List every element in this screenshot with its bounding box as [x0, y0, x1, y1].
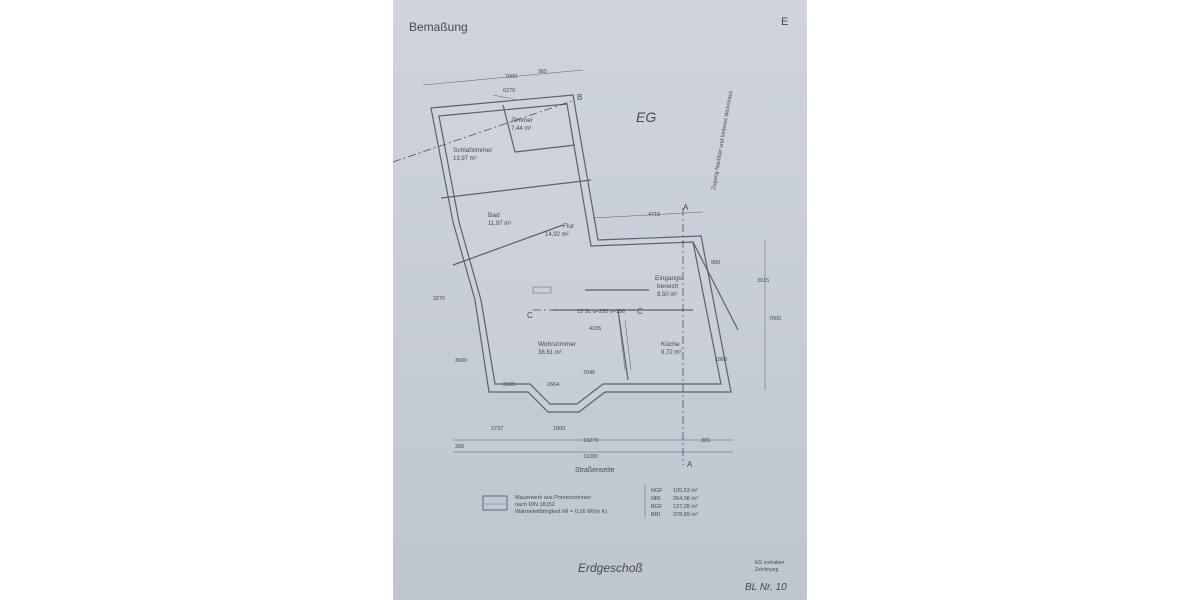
wall-details [492, 94, 632, 371]
legend-text: Mauerwerk aus Porotonsteinen [515, 495, 591, 501]
section-mark-a-top: A [683, 203, 689, 212]
dim-top-right: 365 [538, 69, 547, 75]
section-mark-a-bottom: A [687, 460, 693, 469]
dim-top-inner: 6270 [503, 88, 515, 94]
room-area: 7,44 m² [511, 126, 531, 132]
area-table: NGF 105,53 m² NRI 264,08 m³ BGF 137,28 m… [644, 484, 698, 518]
legend-text: nach DIN 18152 [515, 502, 555, 508]
dim: 2185 [503, 382, 515, 388]
room-name: Küche [661, 341, 680, 348]
room-area: 38,61 m² [538, 350, 562, 356]
dim-left-edge: 365 [455, 444, 464, 450]
section-mark-c-right: C [637, 307, 643, 316]
stair-annotation: 15 St. a=250 s=186 [577, 309, 625, 315]
dim: 4205 [589, 326, 601, 332]
dimension-lines [422, 69, 766, 453]
table-key: BGF [651, 504, 663, 510]
dim: 4715 [648, 212, 660, 218]
dim: 7045 [583, 370, 595, 376]
dim: 2737 [491, 426, 503, 432]
street-side-label: Straßenseite [575, 467, 615, 474]
dimension-texts: 7000 365 6270 4715 980 3015 1860 7000 42… [433, 69, 781, 460]
walls [430, 94, 739, 413]
sheet-number: BL Nr. 10 [745, 582, 787, 593]
floor-plan-drawing: Bemaßung E B A A C C Zimmer 7,44 m² Schl… [393, 16, 788, 593]
room-labels: Zimmer 7,44 m² Schlafzimmer 13,97 m² Bad… [453, 117, 684, 356]
table-key: NGF [651, 488, 663, 494]
dim-total: 11000 [583, 454, 598, 460]
section-mark-c-left: C [527, 311, 533, 320]
dim: 2664 [547, 382, 559, 388]
table-value: 105,53 m² [673, 488, 698, 494]
floor-label: EG [636, 109, 656, 125]
dim: 1860 [715, 357, 727, 363]
room-name: Eingangs- [655, 275, 684, 282]
section-mark-b: B [577, 93, 582, 102]
dim: 7000 [769, 316, 781, 322]
dim-side: 3600 [455, 358, 467, 364]
room-name-cont: bereich [657, 283, 679, 290]
corner-letter: E [781, 16, 788, 28]
footer-note: Zeichnung [755, 567, 779, 573]
room-name: Wohnzimmer [538, 341, 577, 348]
table-value: 378,89 m³ [673, 512, 698, 518]
plan-title: Bemaßung [409, 20, 468, 34]
dim-right-edge: 365 [701, 438, 710, 444]
table-key: BRI [651, 512, 661, 518]
room-area: 13,97 m² [453, 156, 477, 162]
dim: 1800 [553, 426, 565, 432]
footer-note: EG vorhaben [755, 560, 785, 566]
table-value: 137,28 m² [673, 504, 698, 510]
street-access-note: Zugang Nachbar und hinteres Wohnhaus [711, 90, 734, 190]
dim-top-total: 7000 [505, 74, 517, 80]
legend-text: Wärmeleitfähigkeit λR = 0,16 W/(m K) [515, 509, 607, 515]
room-name: Schlafzimmer [453, 147, 493, 154]
room-name: Flur [563, 223, 575, 230]
dim: 3015 [757, 278, 769, 284]
handwritten-floor-name: Erdgeschoß [578, 561, 643, 575]
material-legend: Mauerwerk aus Porotonsteinen nach DIN 18… [482, 495, 607, 515]
table-key: NRI [651, 496, 661, 502]
room-area: 9,50 m² [657, 292, 677, 298]
dim-inner-total: 10270 [583, 438, 598, 444]
table-value: 264,08 m³ [673, 496, 698, 502]
room-area: 9,72 m² [661, 350, 681, 356]
section-lines [393, 99, 684, 465]
room-name: Zimmer [511, 117, 534, 124]
document-sheet: Bemaßung E B A A C C Zimmer 7,44 m² Schl… [393, 0, 807, 600]
room-area: 11,97 m² [488, 221, 511, 227]
room-area: 14,92 m² [545, 232, 569, 238]
dim-mid: 3270 [433, 296, 445, 302]
dim: 980 [711, 260, 720, 266]
room-name: Bad [488, 212, 500, 219]
